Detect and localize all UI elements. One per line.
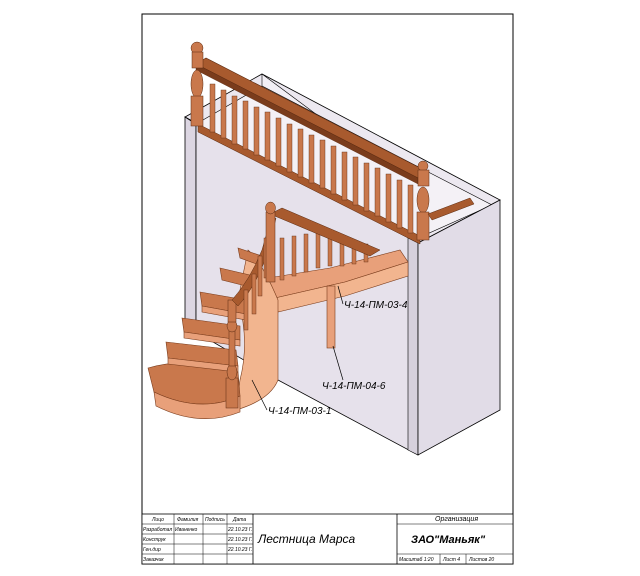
- tb-header-familiya: Фамилия: [177, 517, 199, 523]
- upper-flight: [267, 207, 409, 349]
- tb-row-name: Иваненко: [175, 527, 198, 533]
- lower-flight: [147, 201, 279, 420]
- sheet-count: Листов 20: [468, 557, 494, 563]
- support-post: [326, 285, 336, 349]
- callout-top-landing: Ч-14-ПМ-03-4: [344, 300, 408, 311]
- tb-header-litso: Лицо: [151, 517, 164, 523]
- tb-row-date: 22.10.23 Г.: [227, 527, 253, 533]
- callout-bottom-flight: Ч-14-ПМ-03-1: [268, 406, 331, 417]
- callout-support-post: Ч-14-ПМ-04-6: [322, 381, 386, 392]
- tb-header-podpis: Подпись: [205, 517, 225, 523]
- tb-header-data: Дата: [232, 517, 246, 523]
- title-block: Лицо Фамилия Подпись Дата Разработал Ива…: [141, 513, 514, 565]
- tb-row-date: 22.10.23 Г.: [227, 547, 253, 553]
- sheet-number: Лист 4: [442, 557, 460, 563]
- scale-text: Масштаб 1:20: [399, 557, 434, 563]
- tb-row-date: 22.10.23 Г.: [227, 537, 253, 543]
- gallery-railing: [190, 41, 475, 245]
- tb-row-role: Заказчик: [143, 557, 164, 563]
- drawing-title: Лестница Марса: [257, 532, 356, 546]
- tb-row-role: Конструк: [143, 537, 166, 543]
- organization-name: ЗАО"Маньяк": [411, 534, 486, 546]
- tb-row-role: Ген.дир: [143, 547, 161, 553]
- tb-row-role: Разработал: [143, 527, 172, 533]
- callout-leaders: [251, 285, 344, 411]
- organization-label: Организация: [435, 516, 478, 523]
